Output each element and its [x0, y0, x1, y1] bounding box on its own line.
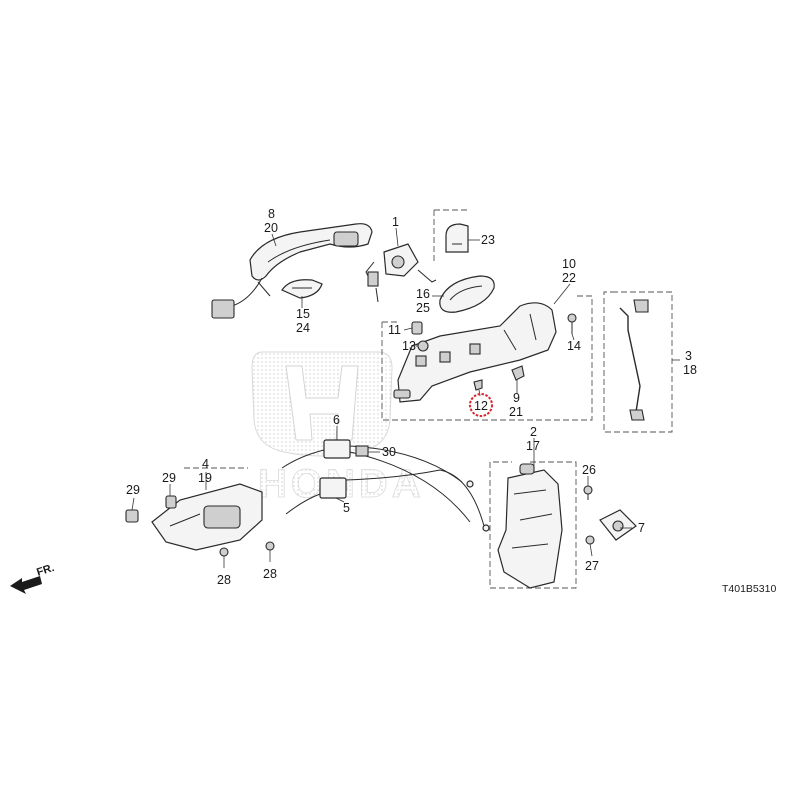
callout-17: 17 — [526, 439, 540, 453]
front-direction-arrow: FR. — [10, 562, 56, 594]
inner-handle-part — [151, 483, 263, 551]
callout-16: 16 — [416, 287, 430, 301]
callout-11: 11 — [388, 323, 401, 337]
leader-lines — [131, 227, 680, 568]
callout-23: 23 — [481, 233, 495, 247]
door-latch-part — [497, 463, 563, 589]
callout-9: 9 — [513, 391, 520, 405]
callout-25: 25 — [416, 301, 430, 315]
callout-8: 8 — [268, 207, 275, 221]
callout-5: 5 — [343, 501, 350, 515]
drawing-code: T401B5310 — [722, 583, 776, 595]
callout-24: 24 — [296, 321, 310, 335]
callout-10: 10 — [562, 257, 576, 271]
trim-cover-part — [445, 223, 469, 253]
callout-22: 22 — [562, 271, 576, 285]
callout-6: 6 — [333, 413, 340, 427]
callout-29-right: 29 — [162, 471, 176, 485]
group-box-latch — [489, 461, 577, 589]
rod-part — [619, 299, 649, 421]
callout-7: 7 — [638, 521, 645, 535]
callout-27: 27 — [585, 559, 599, 573]
callout-20: 20 — [264, 221, 278, 235]
callout-26: 26 — [582, 463, 596, 477]
handle-base-part — [393, 302, 557, 403]
group-box-handle-base — [381, 295, 593, 421]
fastener-parts — [411, 313, 577, 391]
callout-2: 2 — [530, 425, 537, 439]
highlight-ring — [469, 393, 493, 417]
lock-cylinder-part — [365, 243, 437, 303]
callout-13: 13 — [402, 339, 416, 353]
callout-18: 18 — [683, 363, 697, 377]
clip-parts — [125, 495, 275, 557]
callout-28-right: 28 — [263, 567, 277, 581]
callout-14: 14 — [567, 339, 581, 353]
callout-19: 19 — [198, 471, 212, 485]
callout-12: 12 — [474, 399, 488, 413]
callout-3: 3 — [685, 349, 692, 363]
callout-28-left: 28 — [217, 573, 231, 587]
outer-handle-part — [211, 223, 373, 319]
cable-parts — [281, 439, 490, 532]
handle-cover-part — [281, 279, 323, 299]
gasket-part — [439, 275, 495, 313]
callout-30: 30 — [382, 445, 396, 459]
callout-21: 21 — [509, 405, 523, 419]
callout-1: 1 — [392, 215, 399, 229]
callout-29-left: 29 — [126, 483, 140, 497]
direction-label: FR. — [35, 562, 56, 579]
callout-15: 15 — [296, 307, 310, 321]
callout-4: 4 — [202, 457, 209, 471]
group-box-rod — [603, 291, 673, 433]
striker-parts — [583, 485, 637, 545]
